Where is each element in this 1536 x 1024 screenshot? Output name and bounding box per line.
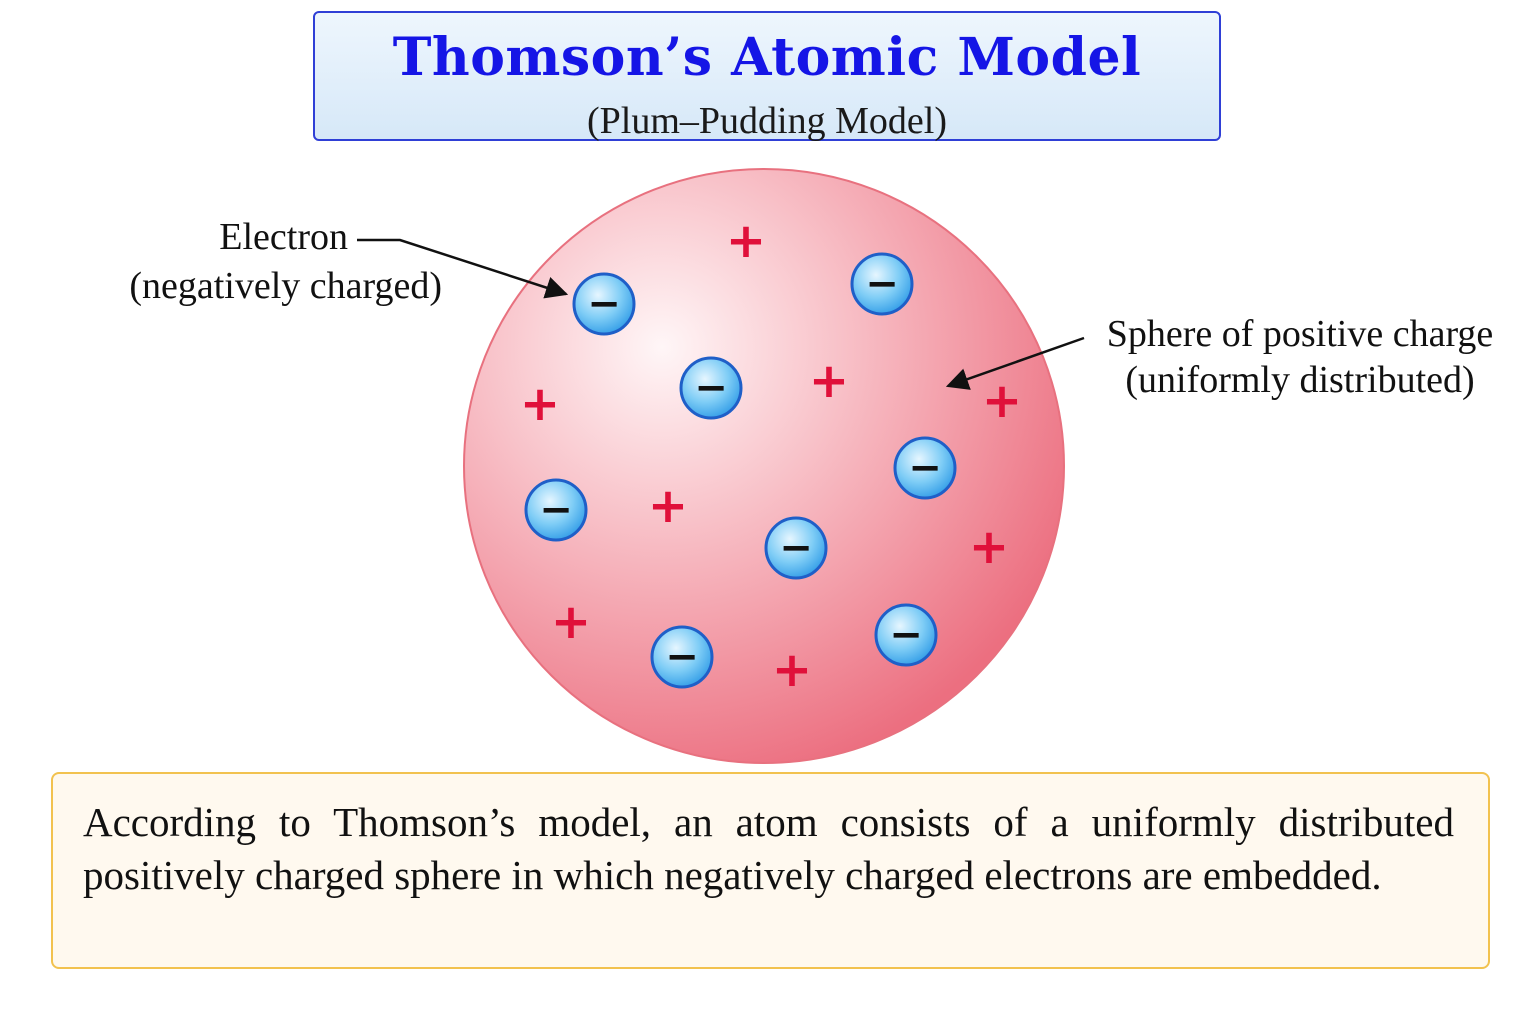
page-title: Thomson’s Atomic Model [392, 27, 1142, 88]
electron-circle [893, 436, 957, 500]
description-box: According to Thomson’s model, an atom co… [51, 772, 1490, 969]
minus-sign: − [694, 365, 728, 411]
plus-sign: + [520, 376, 560, 432]
sphere-label-note: (uniformly distributed) [1125, 359, 1474, 401]
minus-sign: − [865, 261, 899, 307]
title-box: Thomson’s Atomic Model (Plum–Pudding Mod… [313, 11, 1221, 142]
page-subtitle: (Plum–Pudding Model) [587, 100, 947, 142]
minus-sign: − [539, 487, 573, 533]
description-text: According to Thomson’s model, an atom co… [83, 799, 1454, 898]
sphere-label: Sphere of positive charge [1107, 313, 1494, 355]
electron-label: Electron [219, 216, 348, 258]
plus-sign: + [551, 594, 591, 650]
electrons: − − − − − − − − [524, 252, 957, 689]
electron-circle [572, 272, 636, 336]
plus-sign: + [809, 353, 849, 409]
electron-circle [650, 625, 714, 689]
electron-circle [850, 252, 914, 316]
electron: − [893, 436, 957, 500]
electron-circle [764, 516, 828, 580]
minus-sign: − [779, 525, 813, 571]
plus-sign: + [982, 373, 1022, 429]
electron: − [524, 478, 588, 542]
plus-sign: + [772, 642, 812, 698]
minus-sign: − [665, 634, 699, 680]
electron-arrow [357, 238, 569, 299]
electron: − [679, 356, 743, 420]
minus-sign: − [889, 612, 923, 658]
minus-sign: − [908, 445, 942, 491]
electron: − [572, 272, 636, 336]
electron-circle [524, 478, 588, 542]
plus-sign: + [969, 519, 1009, 575]
electron-label-note: (negatively charged) [129, 265, 442, 307]
electron-circle [679, 356, 743, 420]
electron: − [764, 516, 828, 580]
positive-charges: + + + + + + + + [520, 213, 1022, 698]
electron-circle [874, 603, 938, 667]
electron: − [850, 252, 914, 316]
plus-sign: + [648, 478, 688, 534]
electron: − [874, 603, 938, 667]
minus-sign: − [587, 281, 621, 327]
plus-sign: + [726, 213, 766, 269]
sphere-arrow [945, 336, 1085, 390]
electron: − [650, 625, 714, 689]
